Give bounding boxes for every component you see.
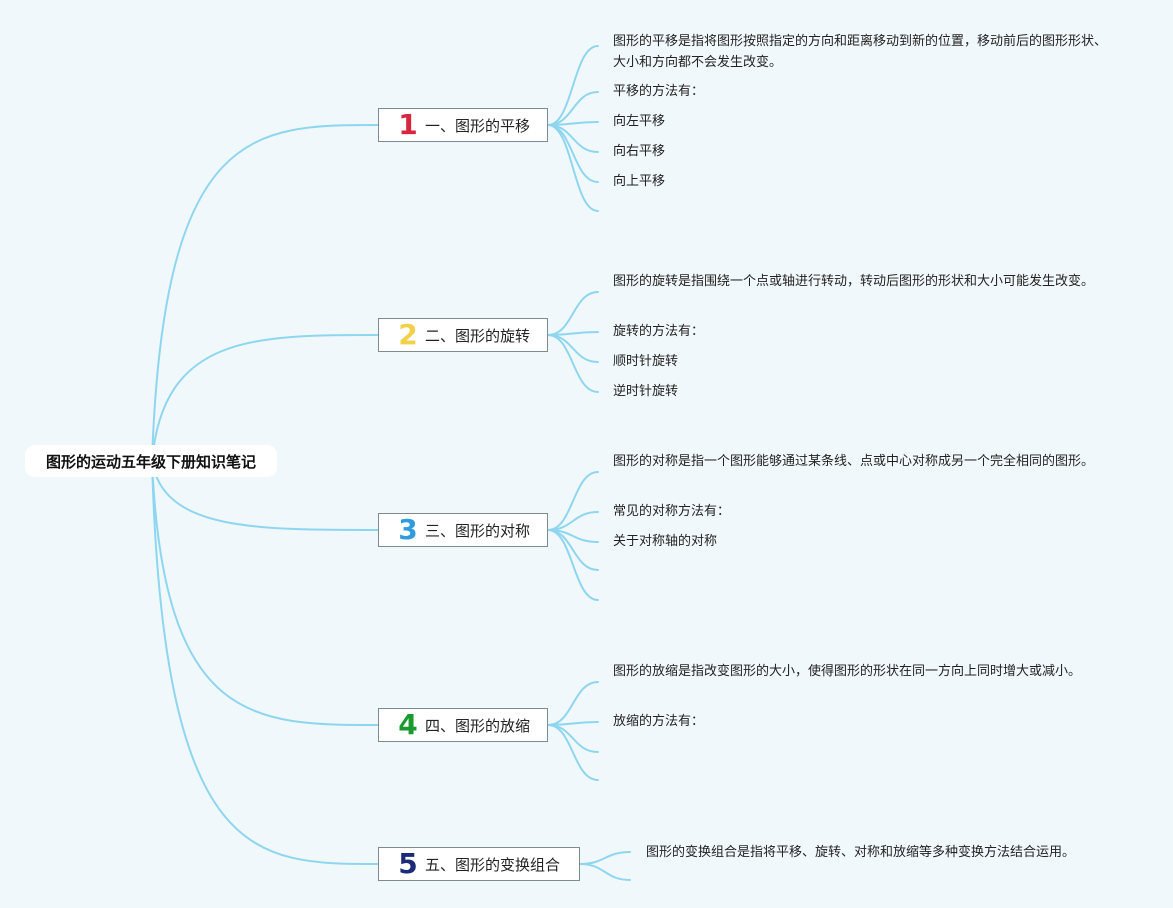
leaf-link-5-2 [579, 863, 631, 881]
leaf-topic[interactable]: 向右平移 [613, 144, 666, 159]
root-link-2 [151, 334, 379, 462]
root-topic-label: 图形的运动五年级下册知识笔记 [45, 452, 256, 471]
leaf-link-2-3 [547, 334, 599, 363]
root-link-3 [151, 460, 379, 531]
leaf-link-3-5 [547, 529, 599, 601]
leaf-link-4-3 [547, 724, 599, 753]
root-topic[interactable]: 图形的运动五年级下册知识笔记 [25, 445, 277, 477]
leaf-link-1-2 [547, 91, 599, 126]
leaf-topic[interactable]: 向上平移 [613, 174, 666, 189]
root-link-1 [151, 124, 379, 462]
leaf-topic[interactable]: 顺时针旋转 [613, 354, 679, 369]
leaf-link-1-5 [547, 124, 599, 183]
leaf-topic[interactable]: 图形的旋转是指围绕一个点或轴进行转动，转动后图形的形状和大小可能发生改变。 [613, 274, 1095, 289]
leaf-topic[interactable]: 关于对称轴的对称 [613, 534, 718, 549]
branch-topic-combination[interactable]: 5 五、图形的变换组合 [378, 847, 580, 881]
root-link-5 [151, 460, 379, 865]
number-2-icon: 2 [398, 318, 418, 351]
branch-label: 五、图形的变换组合 [425, 855, 561, 874]
root-link-4 [151, 460, 379, 726]
leaf-link-1-1 [547, 45, 599, 126]
leaf-topic[interactable]: 平移的方法有： [613, 84, 705, 99]
leaf-topic[interactable]: 常见的对称方法有： [613, 504, 731, 519]
leaf-link-1-6 [547, 124, 599, 212]
branch-label: 三、图形的对称 [425, 521, 531, 540]
leaf-topic[interactable]: 图形的放缩是指改变图形的大小，使得图形的形状在同一方向上同时增大或减小。 [613, 664, 1082, 679]
number-5-icon: 5 [398, 847, 418, 880]
leaf-link-3-1 [547, 471, 599, 531]
leaf-link-5-1 [579, 851, 631, 865]
leaf-topic[interactable]: 图形的平移是指将图形按照指定的方向和距离移动到新的位置，移动前后的图形形状、大小… [613, 34, 1108, 70]
branch-topic-symmetry[interactable]: 3 三、图形的对称 [378, 513, 548, 547]
leaf-link-2-1 [547, 291, 599, 336]
leaf-topic[interactable]: 图形的对称是指一个图形能够通过某条线、点或中心对称成另一个完全相同的图形。 [613, 454, 1095, 469]
leaf-link-4-1 [547, 681, 599, 726]
leaf-topic[interactable]: 逆时针旋转 [613, 384, 679, 399]
leaf-link-2-4 [547, 334, 599, 393]
branch-topic-translation[interactable]: 1 一、图形的平移 [378, 108, 548, 142]
branch-topic-scaling[interactable]: 4 四、图形的放缩 [378, 708, 548, 742]
leaf-topic[interactable]: 旋转的方法有： [613, 324, 705, 339]
branch-label: 四、图形的放缩 [425, 716, 531, 735]
branch-label: 二、图形的旋转 [425, 326, 531, 345]
number-3-icon: 3 [398, 513, 418, 546]
leaf-link-4-4 [547, 724, 599, 781]
number-4-icon: 4 [398, 708, 418, 741]
branch-topic-rotation[interactable]: 2 二、图形的旋转 [378, 318, 548, 352]
leaf-topic[interactable]: 放缩的方法有： [613, 714, 705, 729]
leaf-topic[interactable]: 图形的变换组合是指将平移、旋转、对称和放缩等多种变换方法结合运用。 [646, 845, 1076, 860]
number-1-icon: 1 [398, 108, 418, 141]
leaf-topic[interactable]: 向左平移 [613, 114, 666, 129]
branch-label: 一、图形的平移 [425, 116, 531, 135]
